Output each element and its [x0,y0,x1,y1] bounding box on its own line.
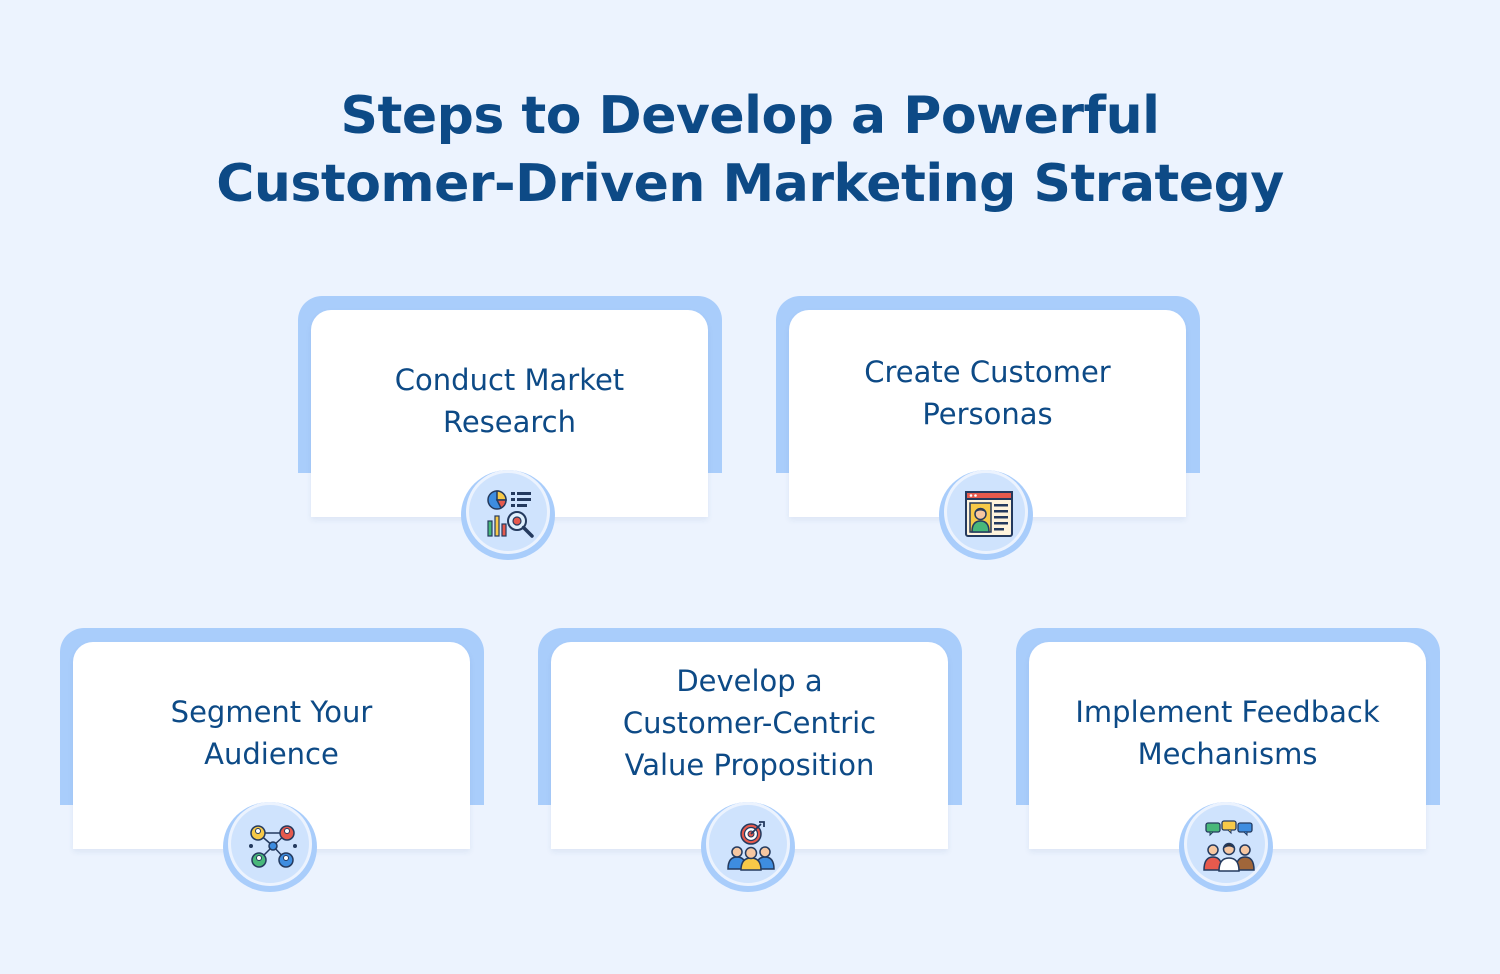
audience-segment-icon [228,802,312,886]
market-research-icon [466,470,550,554]
step-label: Conduct Market Research [394,363,625,439]
customer-persona-icon [944,470,1028,554]
step-label: Implement Feedback Mechanisms [1075,695,1380,771]
step-label: Segment Your Audience [170,695,373,771]
step-card-market-research: Conduct Market Research [298,296,722,561]
step-card-value-proposition: Develop a Customer-Centric Value Proposi… [538,628,962,893]
feedback-group-icon [1184,802,1268,886]
title-line-2: Customer-Driven Marketing Strategy [216,154,1284,214]
page-title: Steps to Develop a Powerful Customer-Dri… [0,82,1500,218]
step-card-customer-personas: Create Customer Personas [776,296,1200,561]
step-card-segment-audience: Segment Your Audience [60,628,484,893]
value-proposition-target-icon [706,802,790,886]
title-line-1: Steps to Develop a Powerful [340,86,1160,146]
card-body: Conduct Market Research [311,310,708,517]
step-label: Create Customer Personas [864,355,1111,431]
step-label: Develop a Customer-Centric Value Proposi… [622,664,877,782]
step-card-feedback-mechanisms: Implement Feedback Mechanisms [1016,628,1440,893]
